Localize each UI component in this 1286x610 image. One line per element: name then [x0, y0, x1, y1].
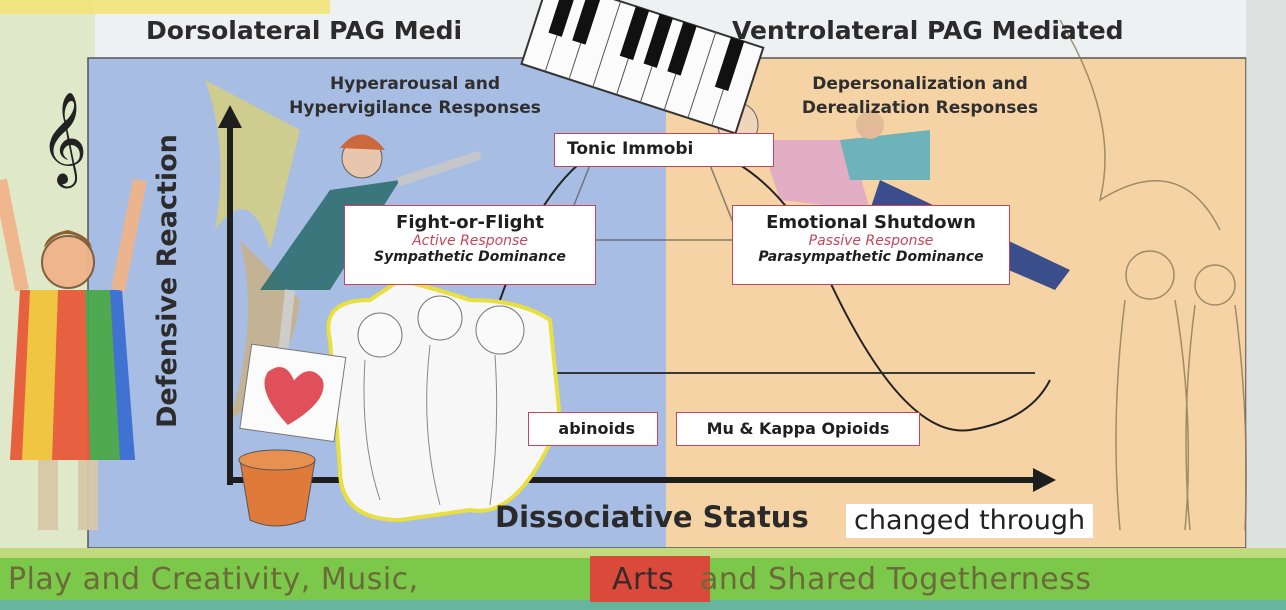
emotional-shutdown-title: Emotional Shutdown: [766, 212, 976, 233]
heart-icon: [264, 366, 324, 425]
parasympathetic-dominance-label: Parasympathetic Dominance: [758, 249, 984, 265]
active-response-label: Active Response: [412, 233, 528, 249]
cannabinoids-box: abinoids: [528, 412, 658, 446]
tonic-immobility-box: Tonic Immobi: [554, 133, 774, 167]
banner-text-part1: Play and Creativity, Music,: [8, 562, 419, 597]
emotional-shutdown-box: Emotional Shutdown Passive Response Para…: [732, 205, 1010, 285]
rainbow-figure: [0, 178, 147, 530]
piano-keyboard-icon: [520, 0, 765, 135]
fight-or-flight-title: Fight-or-Flight: [396, 212, 544, 233]
hyperarousal-heading: Hyperarousal and Hypervigilance Response…: [265, 72, 565, 120]
banner-text-arts: Arts: [612, 562, 675, 597]
embracing-figures-cutout: [326, 277, 563, 523]
depersonalization-heading: Depersonalization and Derealization Resp…: [770, 72, 1070, 120]
fight-or-flight-box: Fight-or-Flight Active Response Sympathe…: [344, 205, 596, 285]
opioids-box: Mu & Kappa Opioids: [676, 412, 920, 446]
cannabinoids-label: abinoids: [558, 419, 635, 438]
banner-text-part3: and Shared Togetherness: [700, 562, 1092, 597]
hyperarousal-line2: Hypervigilance Responses: [289, 98, 541, 118]
x-axis-suffix: changed through: [846, 504, 1094, 538]
y-axis-arrow: [218, 105, 242, 128]
treble-clef-icon: 𝄞: [40, 91, 87, 188]
y-axis-label: Defensive Reaction: [152, 134, 183, 428]
tonic-immobility-label: Tonic Immobi: [567, 139, 694, 159]
hyperarousal-line1: Hyperarousal and: [329, 74, 501, 94]
depersonalization-line2: Derealization Responses: [801, 98, 1039, 118]
title-dorsolateral: Dorsolateral PAG Medi: [146, 16, 463, 45]
sympathetic-dominance-label: Sympathetic Dominance: [374, 249, 566, 265]
heart-card: [239, 343, 347, 443]
x-axis-label: Dissociative Status: [495, 500, 809, 534]
sketch-figures: [1059, 19, 1247, 531]
title-ventrolateral: Ventrolateral PAG Mediated: [732, 16, 1124, 45]
opioids-label: Mu & Kappa Opioids: [706, 419, 890, 438]
x-axis-arrow: [1033, 468, 1056, 492]
bottom-banner: Play and Creativity, Music, Arts and Sha…: [0, 556, 1286, 610]
arts-highlight: [590, 556, 710, 602]
passive-response-label: Passive Response: [808, 233, 934, 249]
depersonalization-line1: Depersonalization and: [812, 74, 1028, 94]
